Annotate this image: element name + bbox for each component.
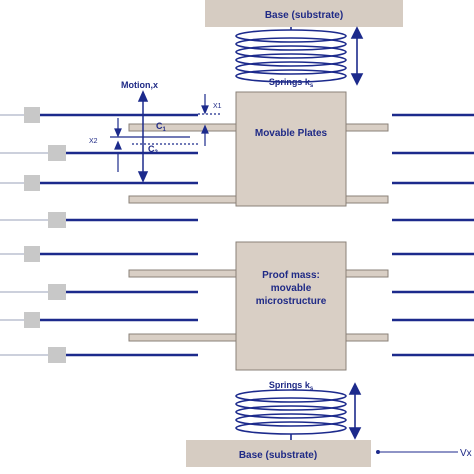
- movable-finger-upper-1-right: [345, 123, 389, 132]
- vx-label: Vx: [460, 448, 472, 459]
- movable-finger-upper-2-right: [345, 195, 389, 204]
- movable-finger-lower-2-right: [345, 333, 389, 342]
- fixed-electrodes-left: [0, 113, 198, 357]
- base-substrate-top-label: Base (substrate): [265, 10, 343, 21]
- springs-top-label: Springs ks: [269, 77, 314, 89]
- movable-finger-lower-1-right: [345, 269, 389, 278]
- spring-top-double-arrow: [350, 26, 364, 86]
- movable-finger-upper-1-left: [128, 123, 237, 132]
- movable-plates-body: [235, 91, 347, 207]
- movable-finger-upper-2-left: [128, 195, 237, 204]
- base-substrate-top: [205, 0, 403, 27]
- fixed-electrodes-right: [392, 113, 474, 357]
- x1-label: X1: [213, 103, 222, 110]
- movable-finger-lower-2-left: [128, 333, 237, 342]
- base-substrate-bottom-label: Base (substrate): [239, 450, 317, 461]
- spring-bottom-double-arrow: [348, 382, 362, 440]
- x2-label: X2: [89, 138, 98, 145]
- proof-mass-label-line1: Proof mass:: [262, 270, 320, 281]
- proof-mass-label-line3: microstructure: [256, 296, 327, 307]
- spring-top: [235, 27, 347, 83]
- springs-bottom-label: Springs ks: [269, 380, 314, 392]
- gap-markers: [110, 94, 222, 172]
- c1-label: C1: [156, 121, 167, 133]
- proof-mass-body: [235, 241, 347, 371]
- proof-mass-label-line2: movable: [271, 283, 312, 294]
- vx-terminal-dot: [376, 450, 380, 454]
- c2-label: C2: [148, 144, 159, 156]
- movable-finger-lower-1-left: [128, 269, 237, 278]
- spring-bottom: [235, 389, 347, 440]
- anchors-left: [24, 107, 66, 363]
- base-substrate-bottom: [186, 440, 371, 467]
- movable-plates-label: Movable Plates: [255, 128, 328, 139]
- motion-label: Motion,x: [121, 80, 158, 90]
